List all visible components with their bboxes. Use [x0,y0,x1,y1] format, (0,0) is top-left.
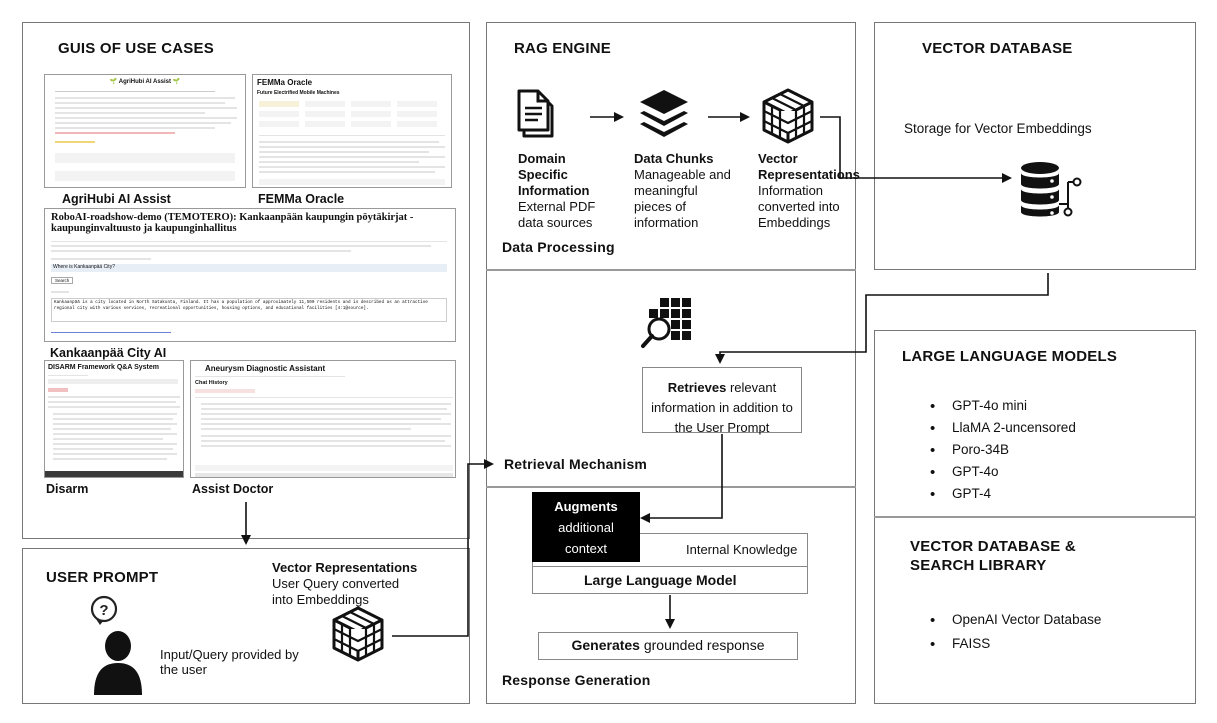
vectors-title: Vector Representations [758,151,860,182]
llm-item-1: GPT-4o mini [930,398,1027,415]
chunks-title: Data Chunks [634,151,714,166]
retrieves-rest: relevant information in addition to the … [651,380,793,435]
search-grid-icon [641,298,691,348]
search-lib-item-1: OpenAI Vector Database [930,612,1101,629]
generates-rest: grounded response [639,637,765,653]
chunks-desc: Manageable and meaningful pieces of info… [634,167,731,230]
llm-box [532,566,808,594]
vectors-desc: Information converted into Embeddings [758,183,840,230]
disarm-screenshot: DISARM Framework Q&A System [44,360,184,478]
kankaanpaa-caption: Kankaanpää City AI [50,346,167,360]
generates-box: Generates grounded response [538,632,798,660]
llm-item-4: GPT-4o [930,464,998,481]
rag-divider-2 [486,486,856,488]
layers-icon [640,90,688,137]
svg-text:?: ? [99,602,108,619]
domain-title: Domain Specific Information [518,151,590,198]
llms-title: LARGE LANGUAGE MODELS [902,348,1118,365]
kankaanpaa-search-button: Search [51,277,74,284]
vector-db-title: VECTOR DATABASE [922,40,1073,57]
user-prompt-title: USER PROMPT [46,569,159,586]
models-divider [874,516,1196,518]
database-icon [1021,162,1082,217]
llm-item-3: Poro-34B [930,442,1009,459]
rag-title: RAG ENGINE [514,40,612,57]
kankaanpaa-header: RoboAI-roadshow-demo (TEMOTERO): Kankaan… [51,212,414,234]
response-generation-label: Response Generation [502,672,651,688]
kankaanpaa-query: Where is Kankaanpää City? [51,264,447,272]
disarm-header: DISARM Framework Q&A System [48,364,159,371]
kankaanpaa-answer: Kankaanpää is a city located in North Sa… [51,298,447,322]
user-vector-title: Vector Representations [272,560,418,575]
agrihubi-caption: AgriHubi AI Assist [62,192,171,206]
rag-divider-1 [486,269,856,271]
femma-sub: Future Electrified Mobile Machines [257,90,340,96]
doctor-caption: Assist Doctor [192,482,274,496]
user-vector-desc: User Query converted into Embeddings [272,576,400,607]
vector-db-desc: Storage for Vector Embeddings [904,121,1092,136]
llm-label: Large Language Model [584,572,737,588]
doctor-sub: Chat History [195,380,228,386]
retrieves-bold: Retrieves [667,380,727,395]
llm-item-5: GPT-4 [930,486,991,503]
search-lib-title: VECTOR DATABASE & SEARCH LIBRARY [910,538,1076,574]
vector-db-panel [874,22,1196,270]
user-icon: ? [90,595,142,695]
femma-screenshot: FEMMa Oracle Future Electrified Mobile M… [252,74,452,188]
retrieves-box: Retrieves relevant information in additi… [642,367,802,435]
document-icon [517,89,554,138]
augments-bold: Augments [554,499,618,514]
femma-header: FEMMa Oracle [257,78,313,87]
agrihubi-header: 🌱 AgriHubi AI Assist 🌱 [109,79,181,85]
user-query-cube-icon [332,606,384,662]
doctor-header: Aneurysm Diagnostic Assistant [205,364,326,373]
retrieval-mechanism-label: Retrieval Mechanism [504,456,648,472]
doctor-screenshot: Aneurysm Diagnostic Assistant Chat Histo… [190,360,456,478]
augments-box: Augments additional context [532,492,640,562]
internal-knowledge-label: Internal Knowledge [686,542,798,557]
vector-cube-icon [762,88,814,144]
augments-rest: additional context [558,520,614,556]
guis-title: GUIS OF USE CASES [58,40,214,57]
femma-caption: FEMMa Oracle [258,192,345,206]
llm-item-2: LlaMA 2-uncensored [930,420,1076,437]
domain-desc: External PDF data sources [518,199,596,230]
agrihubi-screenshot: 🌱 AgriHubi AI Assist 🌱 [44,74,246,188]
generates-bold: Generates [571,637,640,653]
user-input-label: Input/Query provided by the user [160,647,299,677]
disarm-caption: Disarm [46,482,89,496]
data-processing-label: Data Processing [502,239,615,255]
search-lib-item-2: FAISS [930,636,990,653]
kankaanpaa-screenshot: RoboAI-roadshow-demo (TEMOTERO): Kankaan… [44,208,456,342]
